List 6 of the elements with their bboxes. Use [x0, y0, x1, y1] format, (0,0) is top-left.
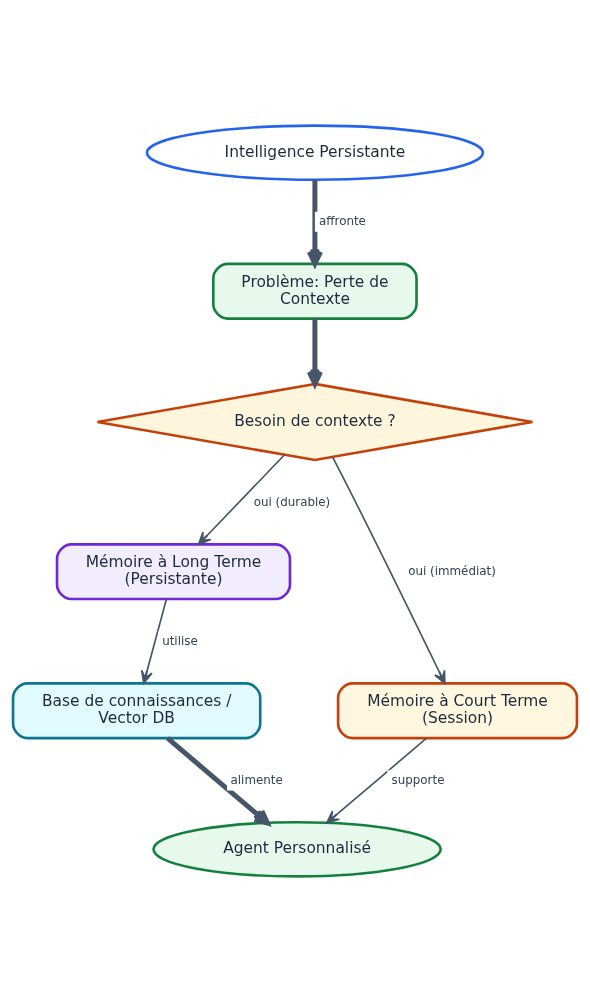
edge-label: affronte [319, 214, 366, 229]
edge-label: alimente [230, 772, 283, 787]
edge-label: supporte [391, 772, 445, 787]
edge-label: oui (durable) [253, 494, 331, 509]
edge-label: oui (immédiat) [408, 564, 496, 579]
edge-label: utilise [162, 633, 198, 648]
